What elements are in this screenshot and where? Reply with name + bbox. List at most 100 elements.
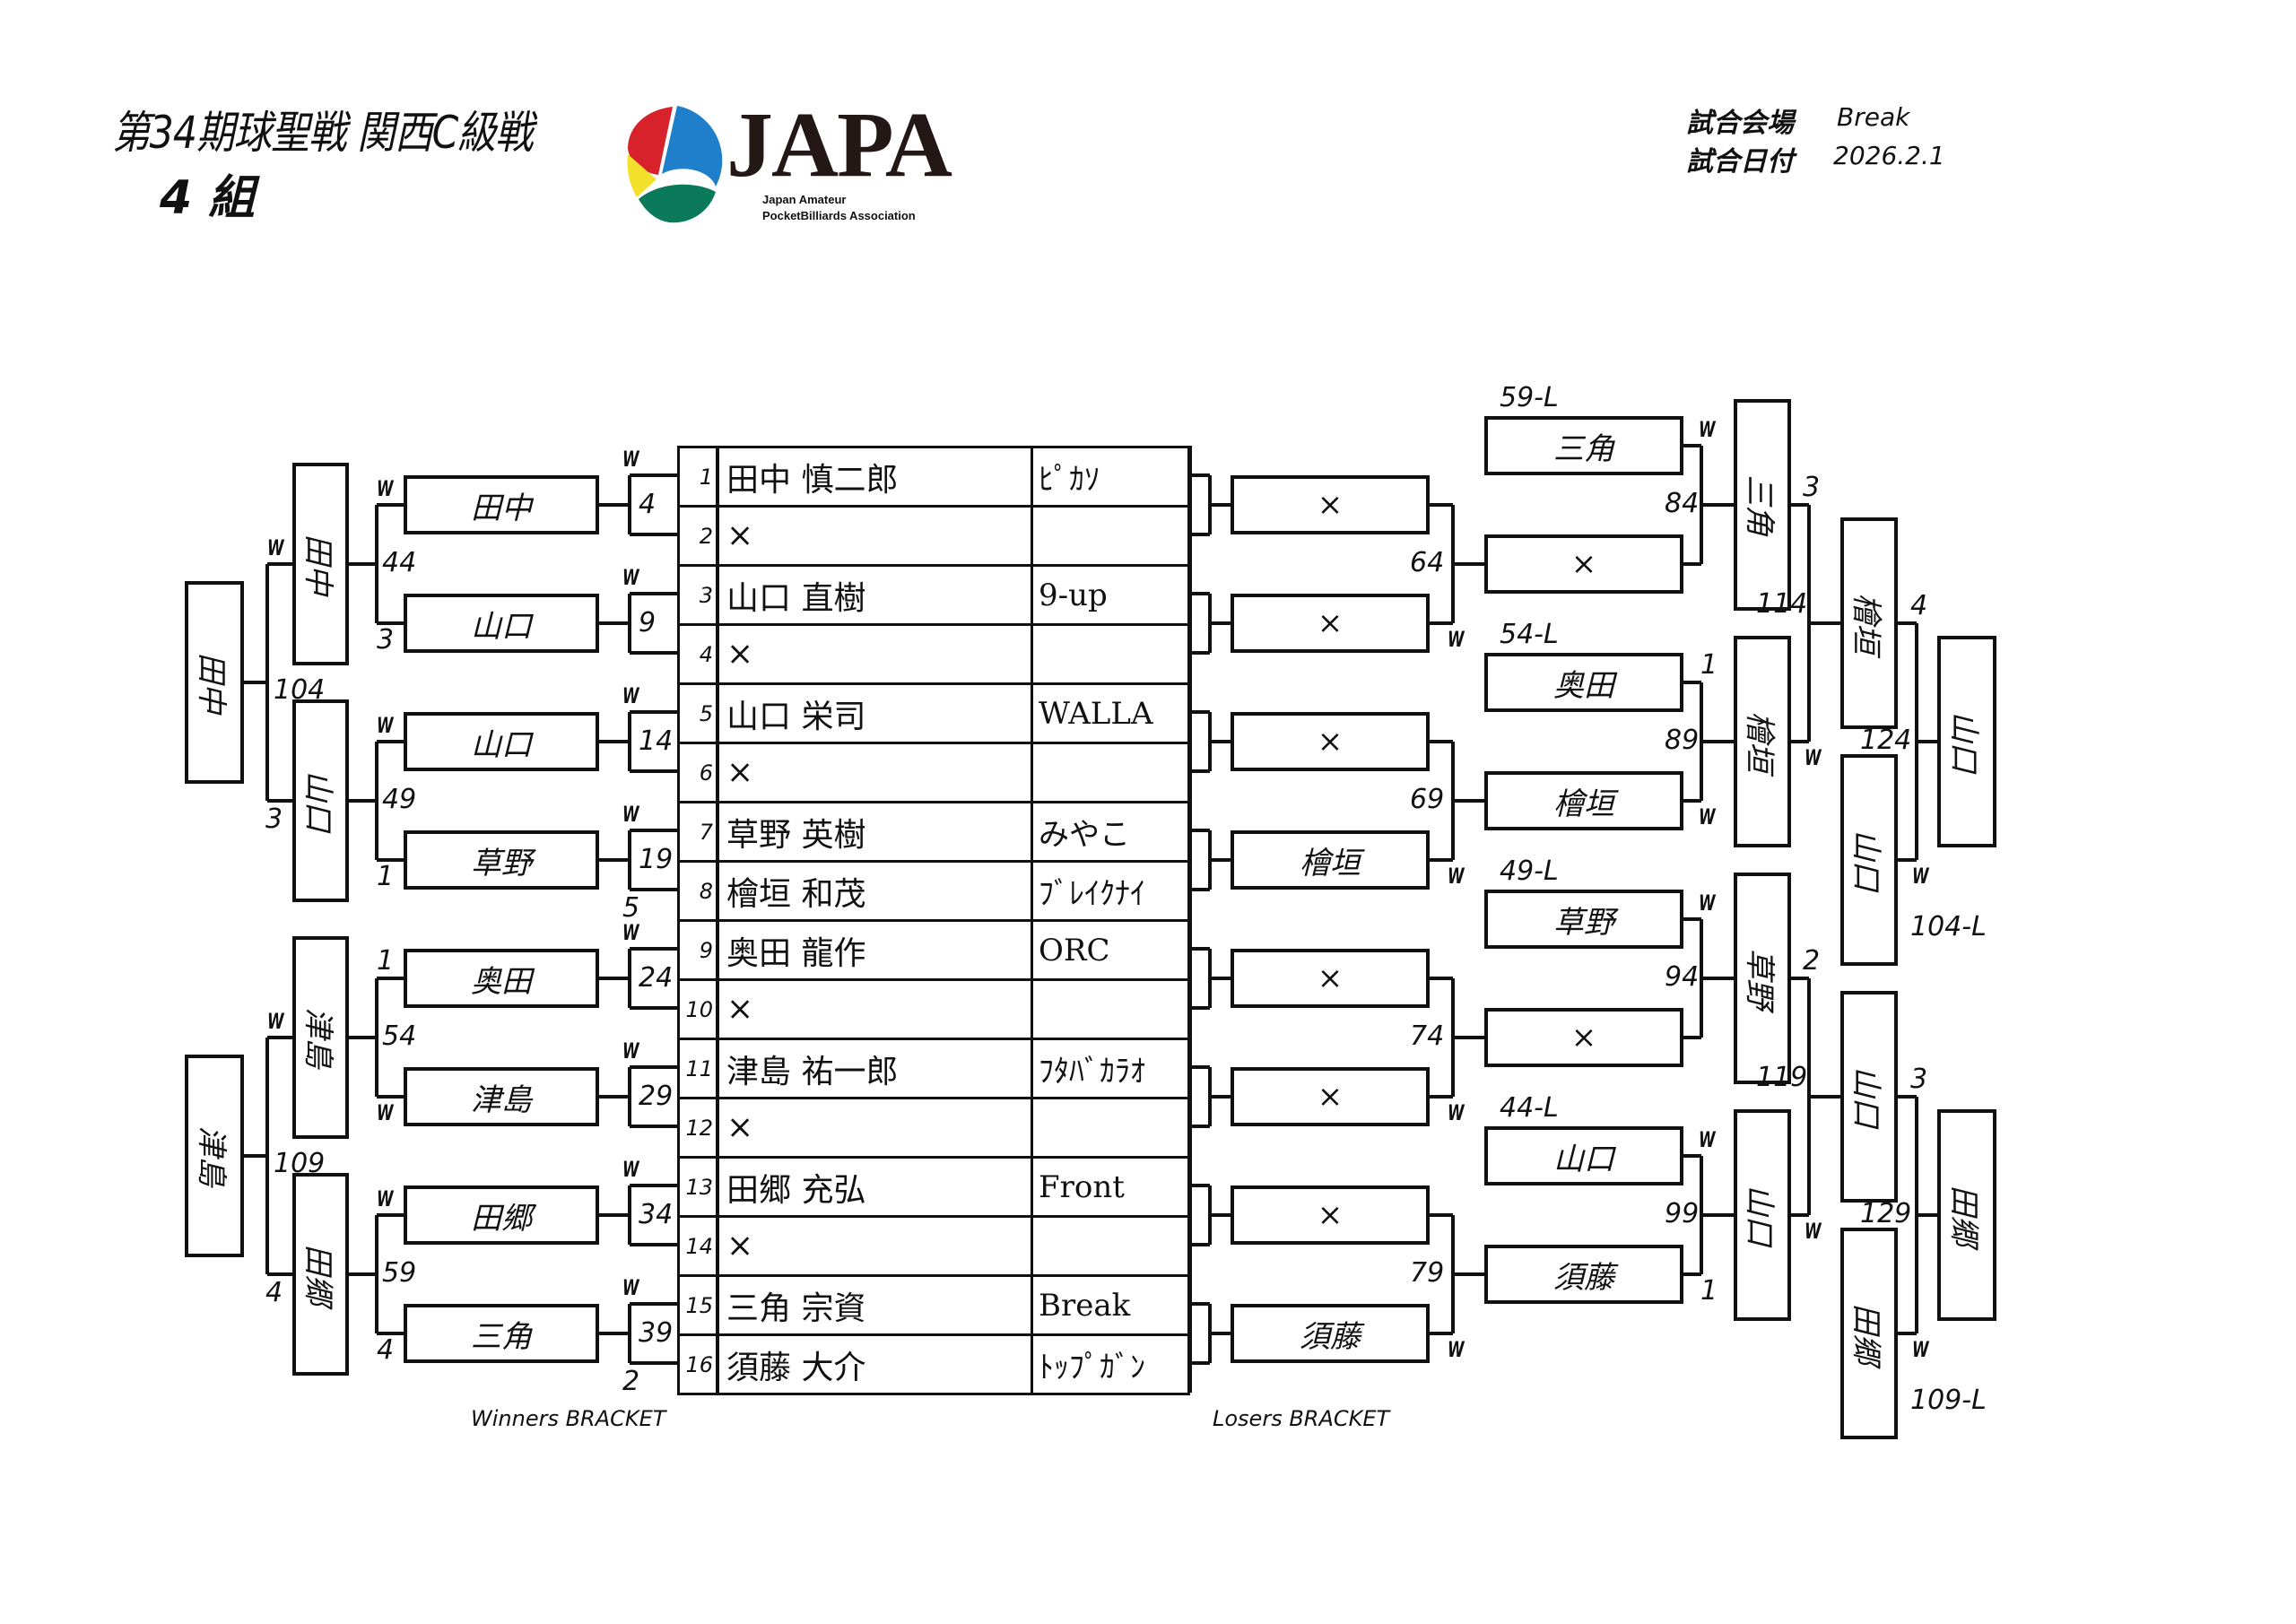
losers-r1-player-box: ×	[1231, 475, 1430, 534]
losers-drop-label: 109-L	[1910, 1385, 1987, 1416]
winner-marker: W	[1805, 1219, 1822, 1244]
losers-r4-player-box-text: 檜垣	[1848, 593, 1884, 654]
entry-number: 14	[680, 1218, 719, 1274]
winners-r3-player-box-text: 津島	[300, 1007, 335, 1068]
winner-marker: W	[1448, 1337, 1465, 1362]
entry-team-name	[1033, 981, 1187, 1038]
venue-label: 試合会場	[1686, 108, 1794, 139]
entry-team-name: Break	[1039, 1287, 1131, 1324]
entry-player-name: ×	[719, 508, 1033, 564]
entry-number: 10	[680, 981, 719, 1038]
losers-r2-match-number: 94	[1665, 961, 1700, 993]
entry-number: 13	[680, 1159, 719, 1215]
losers-r4-player-box: 山口	[1840, 991, 1898, 1203]
losers-r1-player-box: ×	[1231, 1185, 1430, 1245]
losers-r1-player-box-text: ×	[1317, 605, 1344, 641]
entry-player-name: 田中 慎二郎	[719, 448, 1033, 505]
losers-r1-player-box-text: ×	[1317, 724, 1344, 760]
winners-r3-player-box: 津島	[292, 936, 349, 1139]
losers-r2-player-box: 奥田	[1484, 653, 1683, 712]
losers-r3-player-box-text: 三角	[1741, 474, 1778, 535]
entry-row: 10×	[680, 981, 1187, 1040]
winner-marker: W	[1448, 1100, 1465, 1125]
japa-logo: JAPA Japan Amateur PocketBilliards Assoc…	[610, 99, 969, 233]
winner-marker: W	[1912, 1337, 1929, 1362]
losers-r1-player-box-text: ×	[1317, 1079, 1344, 1115]
winners-finalist-box-text: 田中	[193, 652, 230, 713]
entry-team-name: ﾋﾟｶｿ	[1039, 462, 1100, 498]
losers-r4-match-number: 124	[1860, 725, 1912, 756]
losers-r1-player-box-text: ×	[1317, 960, 1344, 996]
losers-r4-player-box-text: 山口	[1848, 829, 1884, 890]
entry-row: 4×	[680, 626, 1187, 685]
winners-r1-match-number: 34	[639, 1199, 674, 1230]
losers-r2-player-box: ×	[1484, 1008, 1683, 1067]
winner-marker: W	[622, 447, 639, 472]
logo-line-2: PocketBilliards Association	[762, 209, 916, 222]
entry-player-name: 田郷 充弘	[719, 1159, 1033, 1215]
logo-wordmark: JAPA	[726, 93, 952, 196]
losers-r2-player-box: ×	[1484, 534, 1683, 594]
losers-r4-player-box: 田郷	[1840, 1228, 1898, 1439]
winners-r2-player-box: 田中	[404, 475, 599, 534]
winner-marker: W	[1448, 864, 1465, 889]
losers-r1-player-box: 須藤	[1231, 1304, 1430, 1363]
winners-r2-player-box-text: 田郷	[471, 1200, 532, 1237]
date-label: 試合日付	[1686, 146, 1794, 178]
entry-team-name	[1033, 508, 1187, 564]
losers-r2-match-number: 89	[1665, 725, 1700, 756]
entry-player-name: 三角 宗資	[719, 1277, 1033, 1333]
losers-r2-match-number: 99	[1665, 1198, 1700, 1229]
losers-r3-player-box-text: 草野	[1741, 948, 1778, 1009]
winners-r2-player-box: 草野	[404, 830, 599, 890]
losers-r3-player-box: 山口	[1734, 1109, 1791, 1321]
winners-r1-match-number: 29	[639, 1081, 674, 1112]
winners-r1-match-number: 9	[639, 607, 657, 638]
winners-r2-player-box: 津島	[404, 1067, 599, 1126]
winners-r2-score: 1	[377, 945, 395, 977]
losers-r4-score: 4	[1910, 590, 1928, 621]
entry-team-name: ﾌﾀﾊﾞｶﾗｵ	[1039, 1054, 1145, 1090]
winners-r2-player-box: 三角	[404, 1304, 599, 1363]
losers-r3-match-number: 119	[1756, 1062, 1808, 1093]
winner-marker: W	[1699, 890, 1716, 916]
entry-team-name: Front	[1039, 1168, 1125, 1205]
losers-r2-player-box: 三角	[1484, 416, 1683, 475]
entry-team-name: みやこ	[1039, 817, 1130, 853]
winners-bracket-label: Winners BRACKET	[471, 1406, 666, 1431]
winners-r2-match-number: 49	[382, 784, 417, 815]
losers-r2-player-box: 檜垣	[1484, 771, 1683, 830]
winner-marker: W	[377, 1186, 394, 1211]
group-label: 4 組	[160, 171, 256, 225]
losers-r3-player-box-text: 山口	[1741, 1185, 1778, 1246]
winners-r2-match-number: 54	[382, 1020, 417, 1052]
losers-r2-player-box-text: 三角	[1553, 430, 1614, 467]
winner-marker: W	[622, 920, 639, 945]
losers-r4-score: 3	[1910, 1064, 1928, 1095]
losers-r3-score: 3	[1803, 472, 1821, 503]
losers-r1-match-number: 79	[1410, 1257, 1445, 1289]
entry-row: 6×	[680, 744, 1187, 803]
entry-team-name	[1033, 1099, 1187, 1156]
losers-r1-match-number: 69	[1410, 784, 1445, 815]
entry-player-name: 山口 直樹	[719, 567, 1033, 623]
winners-r1-match-number: 4	[639, 489, 657, 520]
losers-r1-player-box-text: ×	[1317, 1197, 1344, 1233]
entry-row: 2×	[680, 508, 1187, 567]
winner-marker: W	[622, 565, 639, 590]
entry-player-name: 須藤 大介	[719, 1336, 1033, 1393]
losers-r2-score: 1	[1700, 1275, 1718, 1307]
entry-player-name: ×	[719, 1218, 1033, 1274]
losers-r4-player-box-text: 山口	[1848, 1066, 1884, 1127]
entry-number: 6	[680, 744, 719, 801]
losers-r4-player-box: 山口	[1840, 754, 1898, 966]
losers-r1-player-box: ×	[1231, 1067, 1430, 1126]
winners-r3-score: 3	[265, 803, 283, 835]
losers-drop-label: 44-L	[1500, 1092, 1559, 1124]
losers-r1-match-number: 64	[1410, 547, 1445, 578]
losers-r2-player-box: 草野	[1484, 890, 1683, 949]
